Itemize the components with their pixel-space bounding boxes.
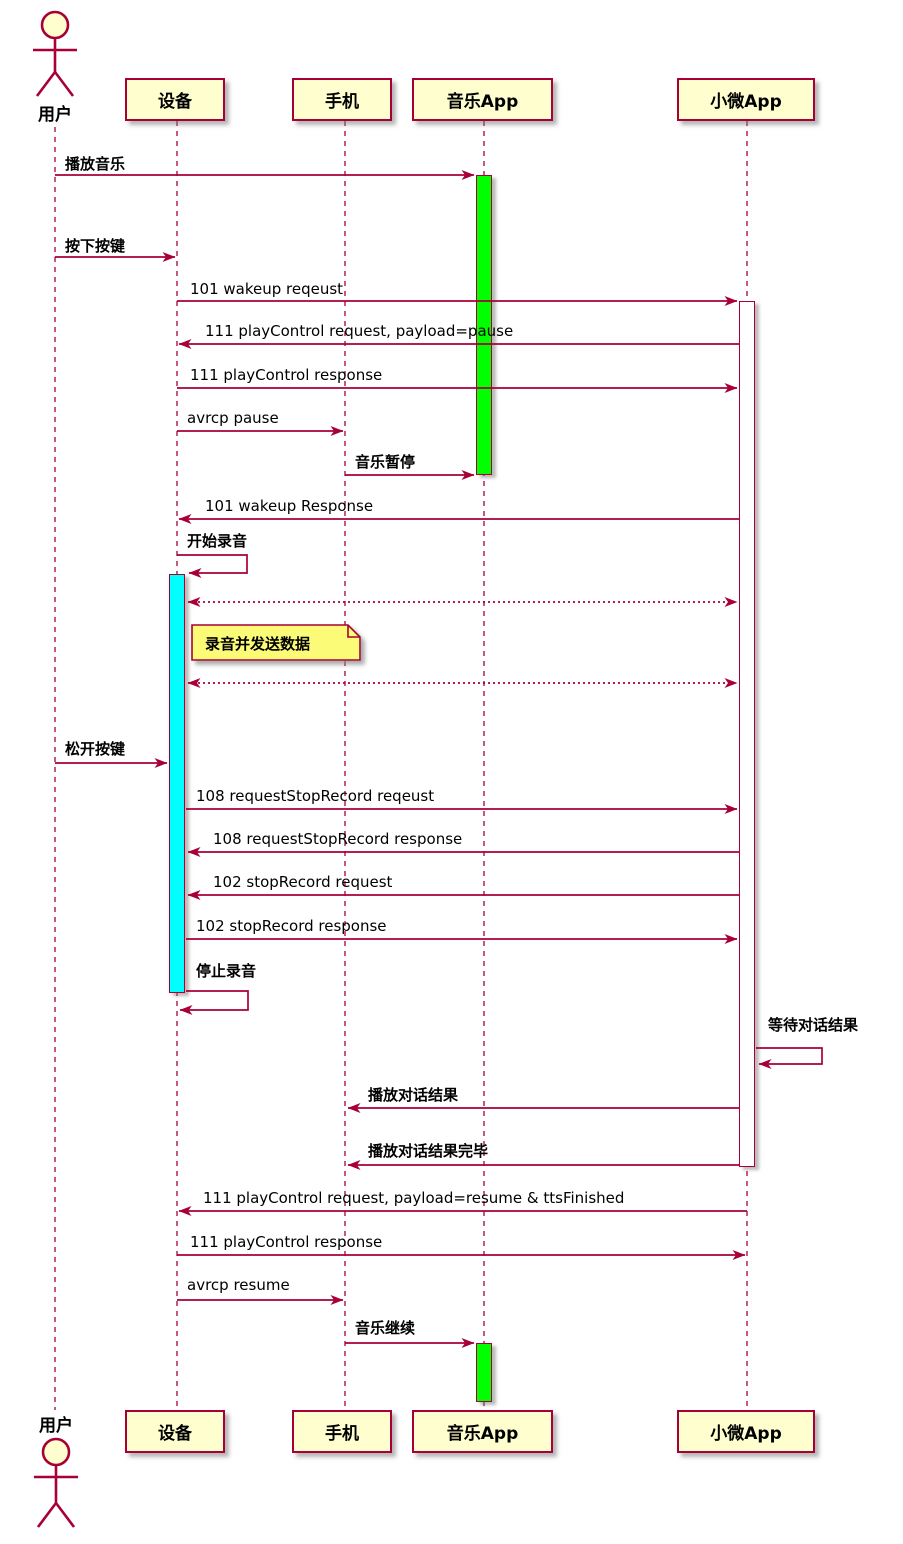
msg-label-play-dialog-done: 播放对话结果完毕 <box>368 1142 489 1160</box>
participant-top-device: 设备 <box>125 78 225 121</box>
participant-label: 音乐App <box>446 92 519 112</box>
actor-label-top: 用户 <box>38 105 72 125</box>
participant-label: 手机 <box>325 92 359 112</box>
arrow-msg-17-wait-dialog-result-self <box>756 1047 823 1069</box>
msg-label-press-key: 按下按键 <box>65 237 126 255</box>
note-text: 录音并发送数据 <box>205 635 311 653</box>
msg-label-111-response-2: 111 playControl response <box>190 1233 383 1251</box>
msg-label-music-paused: 音乐暂停 <box>355 453 416 471</box>
participant-bottom-device: 设备 <box>125 1410 225 1453</box>
activation-device-recording <box>169 574 185 993</box>
msg-label-music-resume: 音乐继续 <box>355 1319 416 1337</box>
msg-label-111-request-pause: 111 playControl request, payload=pause <box>205 322 514 340</box>
msg-label-111-response: 111 playControl response <box>190 366 383 384</box>
participant-bottom-music-app: 音乐App <box>412 1410 553 1453</box>
participant-bottom-phone: 手机 <box>292 1410 392 1453</box>
participant-bottom-xiaowei-app: 小微App <box>677 1410 815 1453</box>
participant-label: 手机 <box>325 1424 359 1444</box>
participant-top-music-app: 音乐App <box>412 78 553 121</box>
msg-label-avrcp-resume: avrcp resume <box>187 1276 290 1294</box>
msg-label-108-request: 108 requestStopRecord reqeust <box>196 787 435 805</box>
actor-figure-bottom <box>34 1437 78 1528</box>
participant-top-phone: 手机 <box>292 78 392 121</box>
msg-label-101-wakeup-response: 101 wakeup Response <box>205 497 374 515</box>
msg-label-101-wakeup-request: 101 wakeup reqeust <box>190 280 344 298</box>
msg-label-release-key: 松开按键 <box>65 740 126 758</box>
arrow-msg-16-stop-recording-self <box>179 990 249 1015</box>
arrow-msg-8-start-recording-self <box>177 554 248 578</box>
participant-label: 音乐App <box>446 1424 519 1444</box>
activation-music-app-2 <box>476 1343 492 1402</box>
msg-label-111-request-resume: 111 playControl request, payload=resume … <box>203 1189 625 1207</box>
participant-label: 设备 <box>158 1424 192 1444</box>
activation-xiaowei-app <box>739 301 755 1167</box>
participant-label: 小微App <box>710 1424 782 1444</box>
participant-label: 设备 <box>158 92 192 112</box>
msg-label-avrcp-pause: avrcp pause <box>187 409 279 427</box>
msg-label-play-music: 播放音乐 <box>65 155 126 173</box>
participant-top-xiaowei-app: 小微App <box>677 78 815 121</box>
msg-label-102-response: 102 stopRecord response <box>196 917 387 935</box>
msg-label-108-response: 108 requestStopRecord response <box>213 830 463 848</box>
msg-label-stop-recording: 停止录音 <box>196 962 257 980</box>
participant-label: 小微App <box>710 92 782 112</box>
msg-label-102-request: 102 stopRecord request <box>213 873 393 891</box>
actor-label-bottom: 用户 <box>39 1416 73 1436</box>
msg-label-start-recording: 开始录音 <box>187 532 248 550</box>
msg-label-play-dialog-result: 播放对话结果 <box>368 1086 459 1104</box>
actor-figure-top <box>33 10 77 97</box>
msg-label-wait-dialog-result: 等待对话结果 <box>768 1016 859 1034</box>
